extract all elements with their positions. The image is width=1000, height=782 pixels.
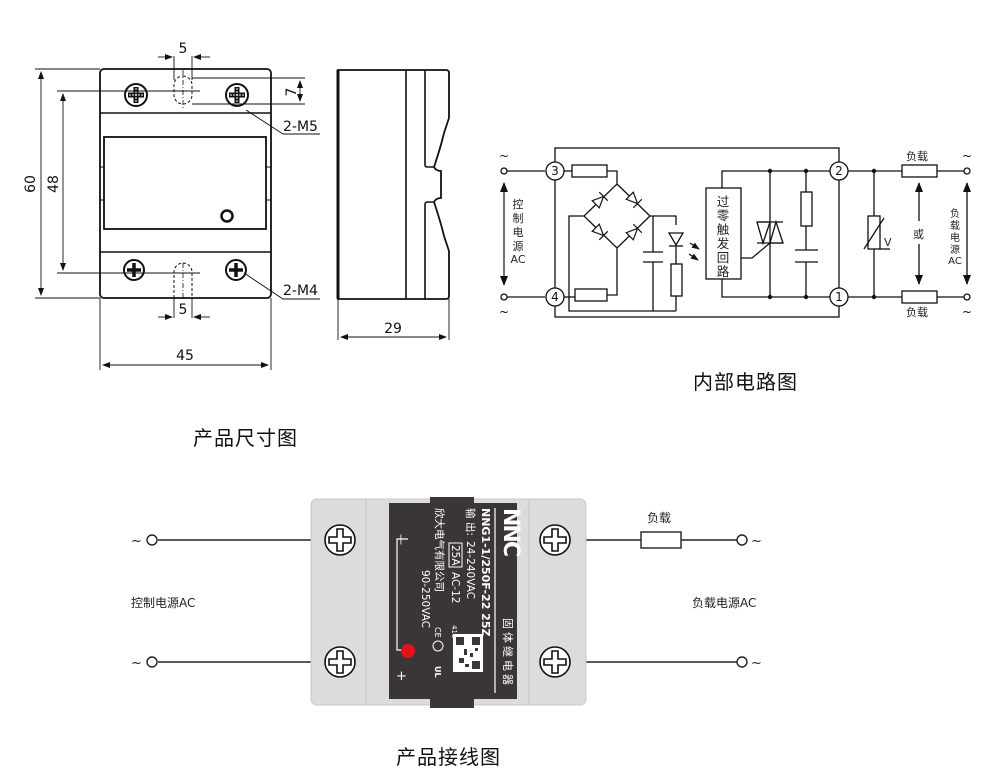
or-label: 或 xyxy=(913,228,924,241)
relay-label: NNC 固体继电器 NNG1-1/250F-22 25Z 输 出: 24-240… xyxy=(395,508,523,693)
tilde-load-bottom: ~ xyxy=(751,656,762,671)
tilde-out-top: ~ xyxy=(962,149,972,163)
relay-outline xyxy=(99,68,272,299)
output-label: 输 出: xyxy=(464,508,477,536)
screw-bottom-label: 2-M4 xyxy=(283,283,318,299)
category: AC-12 xyxy=(449,572,461,603)
svg-text:AC: AC xyxy=(510,253,525,266)
tilde-control-bottom: ~ xyxy=(131,656,142,671)
wiring-lines xyxy=(146,531,748,668)
ce-mark: CE xyxy=(433,627,442,638)
load-label: 负载 xyxy=(647,511,671,525)
svg-text:触: 触 xyxy=(717,222,730,237)
caption-wiring: 产品接线图 xyxy=(396,745,501,769)
varistor-label: V xyxy=(884,236,892,249)
bridge-diodes xyxy=(591,191,643,241)
dim-depth: 29 xyxy=(384,321,402,337)
screw-top-label: 2-M5 xyxy=(283,119,318,135)
load-bottom-label: 负载 xyxy=(906,305,928,319)
relay-body xyxy=(310,497,587,708)
svg-text:控: 控 xyxy=(513,197,524,211)
control-source-label: 控 制 电 源 AC xyxy=(510,197,525,266)
svg-text:载: 载 xyxy=(950,220,960,232)
svg-text:源: 源 xyxy=(950,243,960,256)
screw-m4-left-icon xyxy=(122,258,146,282)
svg-text:回: 回 xyxy=(717,250,730,265)
screw-m4-right-icon xyxy=(224,258,248,282)
svg-text:制: 制 xyxy=(513,212,524,225)
terminal-1: 1 xyxy=(835,290,843,304)
minus-sign: — xyxy=(395,534,408,545)
terminal-2: 2 xyxy=(835,164,843,178)
terminal-screw-a1-icon xyxy=(324,524,356,556)
tilde-in-top: ~ xyxy=(499,149,509,163)
manufacturer: 欣大电气有限公司 xyxy=(433,508,446,592)
screw-m5-left-icon xyxy=(124,83,148,107)
input-voltage: 90-250VAC xyxy=(419,570,431,628)
terminal-screw-a2-icon xyxy=(324,646,356,678)
dim-slot-height: 7 xyxy=(284,88,300,97)
svg-text:负: 负 xyxy=(950,207,960,220)
plus-sign: + xyxy=(396,669,407,684)
output-voltage: 24-240VAC xyxy=(464,541,476,599)
terminal-4: 4 xyxy=(551,290,559,304)
svg-text:AC: AC xyxy=(948,256,962,267)
svg-text:路: 路 xyxy=(717,264,730,279)
load-source-label: 负载电源AC xyxy=(692,596,756,610)
caption-circuit: 内部电路图 xyxy=(693,370,798,394)
brand-logo: NNC xyxy=(498,508,523,556)
dim-slot-top: 5 xyxy=(179,41,188,57)
dimension-lines xyxy=(35,54,320,370)
internal-circuit xyxy=(500,147,971,318)
model-number: NNG1-1/250F-22 25Z xyxy=(479,508,492,636)
tilde-out-bottom: ~ xyxy=(962,305,972,319)
svg-text:电: 电 xyxy=(950,231,960,244)
dim-height-total: 60 xyxy=(23,175,39,193)
dim-height-mount: 48 xyxy=(46,175,62,193)
terminal-3: 3 xyxy=(551,164,559,178)
ul-mark: UL xyxy=(433,666,442,678)
code: 416 xyxy=(450,625,458,639)
control-source-label: 控制电源AC xyxy=(131,596,195,610)
side-view xyxy=(336,69,450,340)
caption-dimensions: 产品尺寸图 xyxy=(193,426,298,450)
tilde-in-bottom: ~ xyxy=(499,305,509,319)
top-slot xyxy=(173,75,193,105)
label-window xyxy=(103,136,267,230)
tilde-control-top: ~ xyxy=(131,534,142,549)
front-view xyxy=(99,68,272,299)
indicator-led xyxy=(401,644,415,658)
load-source-label: 负 载 电 源 AC xyxy=(948,207,962,267)
current-rating: 25A xyxy=(449,545,461,566)
terminal-screw-l1-icon xyxy=(539,524,571,556)
terminal-screw-l2-icon xyxy=(539,646,571,678)
svg-text:电: 电 xyxy=(513,226,524,239)
svg-text:源: 源 xyxy=(513,239,524,253)
tilde-load-top: ~ xyxy=(751,534,762,549)
dim-slot-bottom: 5 xyxy=(179,302,188,318)
svg-text:零: 零 xyxy=(717,208,730,223)
product-type: 固体继电器 xyxy=(501,618,515,688)
indicator-led xyxy=(220,209,234,223)
load-top-label: 负载 xyxy=(906,149,928,163)
svg-text:发: 发 xyxy=(717,236,730,251)
zero-cross-label: 过 零 触 发 回 路 xyxy=(717,194,730,279)
dim-width: 45 xyxy=(176,348,194,364)
svg-text:过: 过 xyxy=(717,194,730,209)
screw-m5-right-icon xyxy=(225,83,249,107)
junction-dots xyxy=(767,168,877,300)
